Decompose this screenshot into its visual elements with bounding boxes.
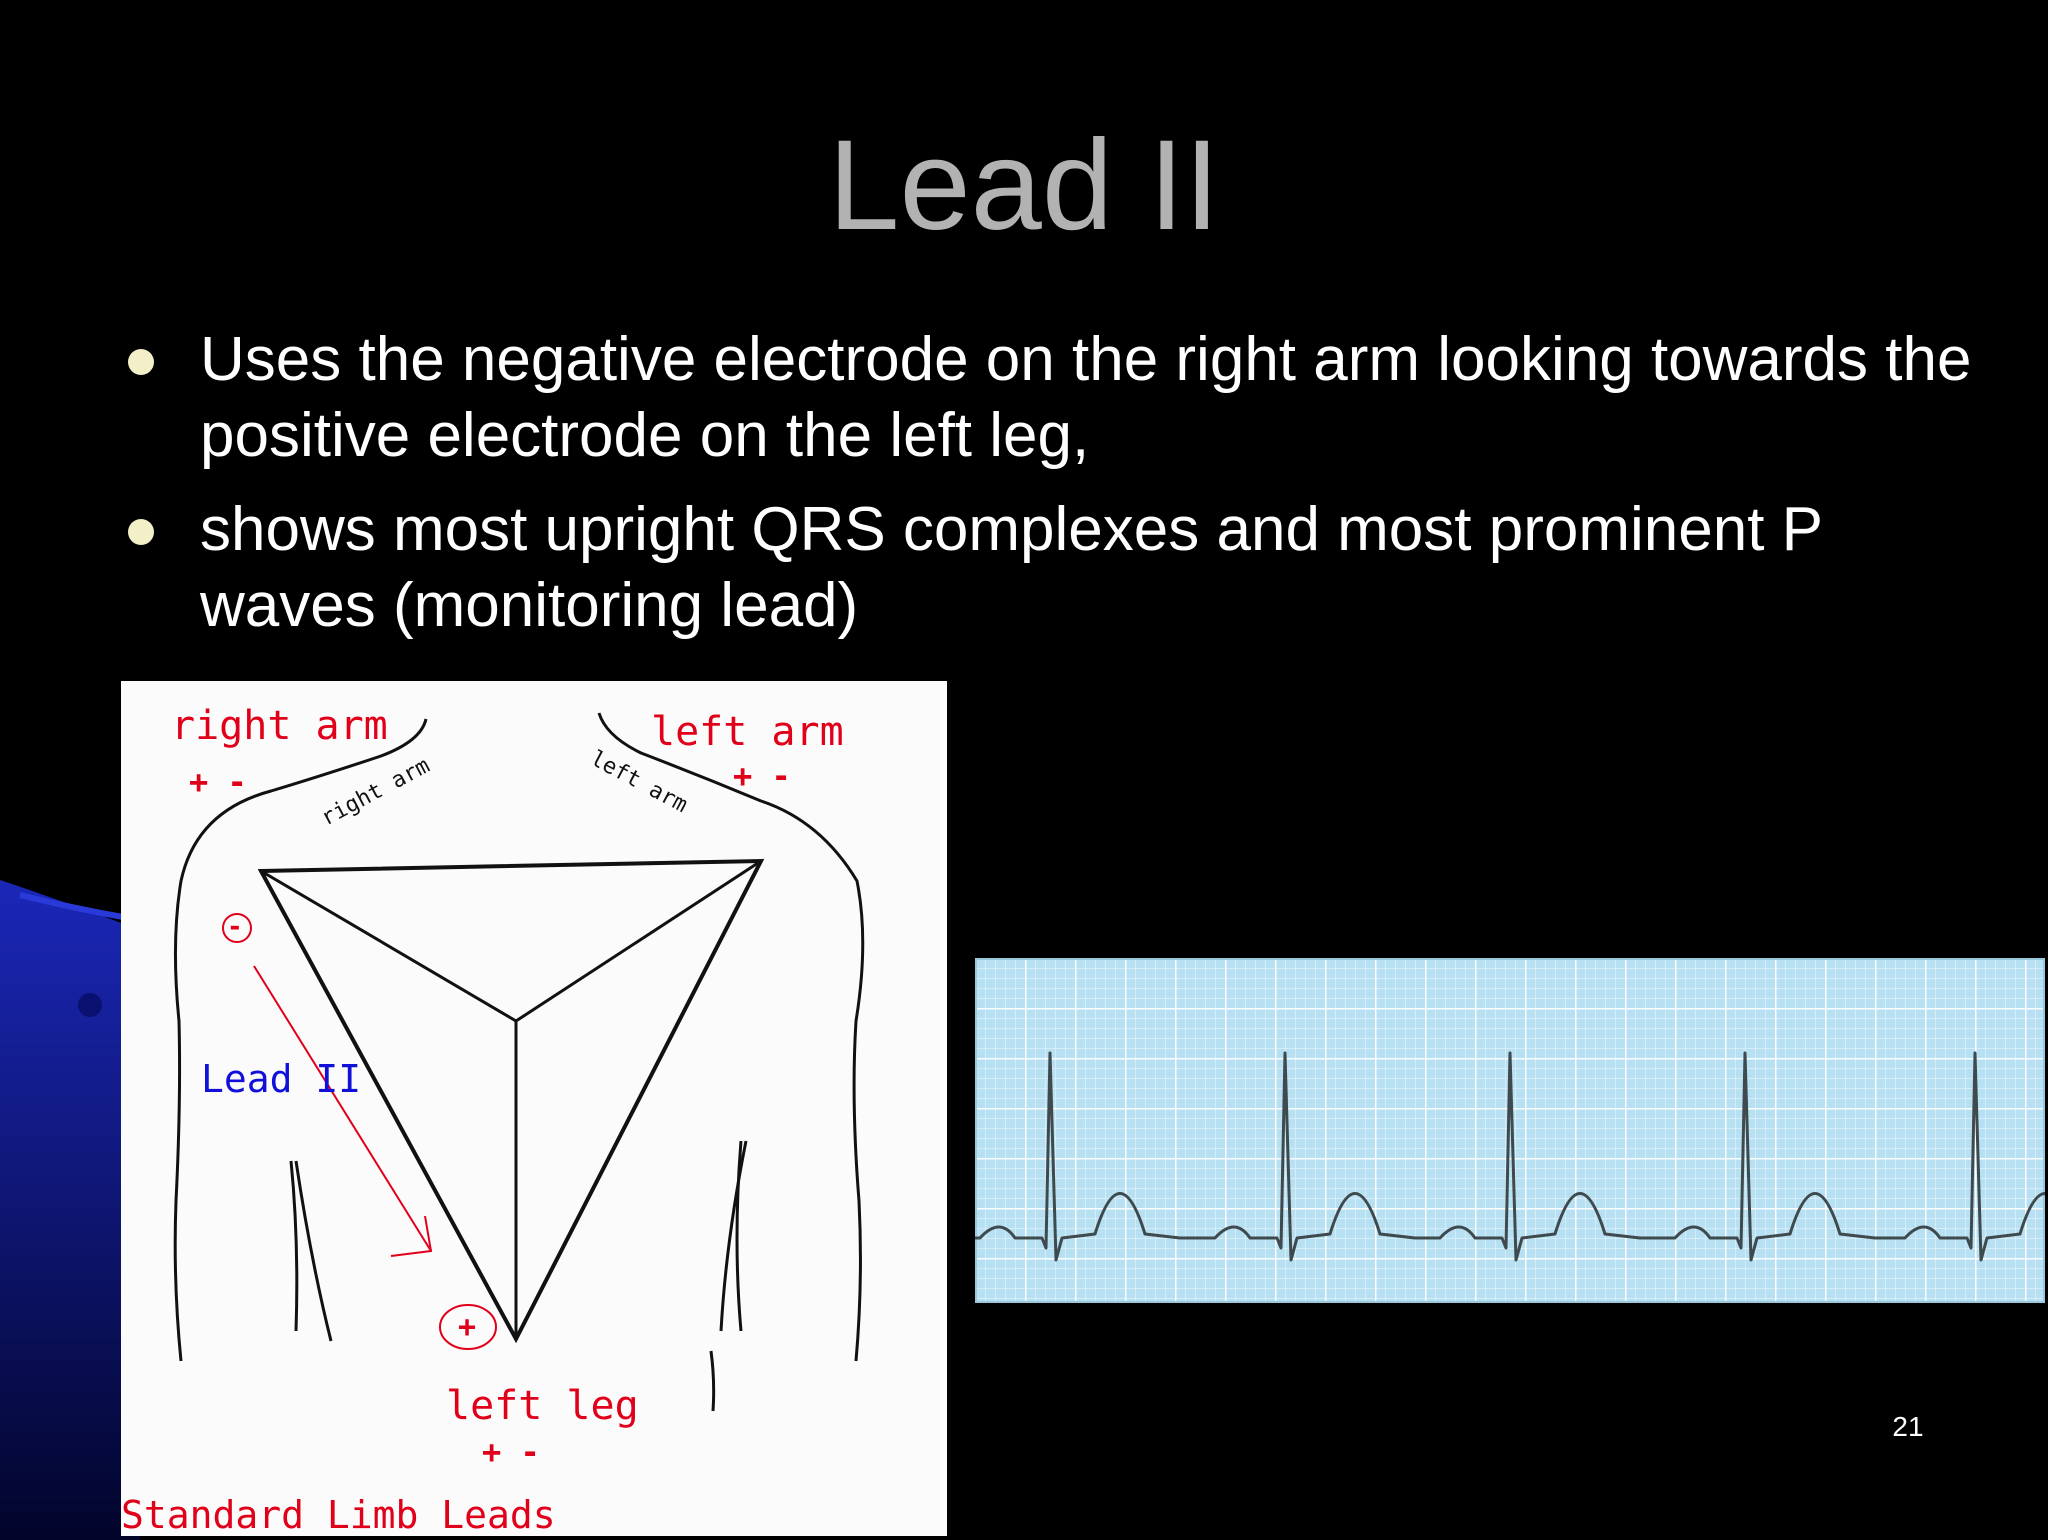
bullet-item: shows most upright QRS complexes and mos…	[122, 492, 1992, 644]
background-swoosh	[0, 880, 140, 1540]
lead-ii-label: Lead II	[201, 1057, 362, 1101]
bullet-text: Uses the negative electrode on the right…	[200, 325, 1972, 470]
left-arm-shoulder-text: left arm	[586, 746, 691, 818]
negative-electrode-marker: -	[227, 912, 243, 942]
right-arm-shoulder-text: right arm	[317, 753, 434, 831]
bullet-dot-icon	[128, 519, 154, 545]
bullet-item: Uses the negative electrode on the right…	[122, 322, 1992, 474]
diagram-caption: Standard Limb Leads	[121, 1493, 556, 1536]
left-arm-label: left arm	[651, 709, 844, 755]
page-number: 21	[1892, 1411, 1924, 1442]
right-arm-polarity: + -	[189, 763, 247, 801]
left-leg-polarity: + -	[482, 1433, 540, 1471]
ecg-rhythm-strip	[975, 958, 2045, 1303]
torso-outline-drawing: right arm left arm	[173, 712, 865, 1412]
bullet-dot-icon	[128, 349, 154, 375]
left-leg-label: left leg	[446, 1383, 639, 1429]
slide-title: Lead II	[828, 114, 1220, 257]
positive-electrode-marker: +	[458, 1310, 477, 1345]
left-arm-polarity: + -	[733, 757, 791, 795]
limb-lead-diagram: right arm left arm right arm + - left ar…	[121, 681, 947, 1536]
bullet-text: shows most upright QRS complexes and mos…	[200, 495, 1822, 640]
right-arm-label: right arm	[171, 703, 388, 749]
bullet-list: Uses the negative electrode on the right…	[122, 322, 1992, 662]
